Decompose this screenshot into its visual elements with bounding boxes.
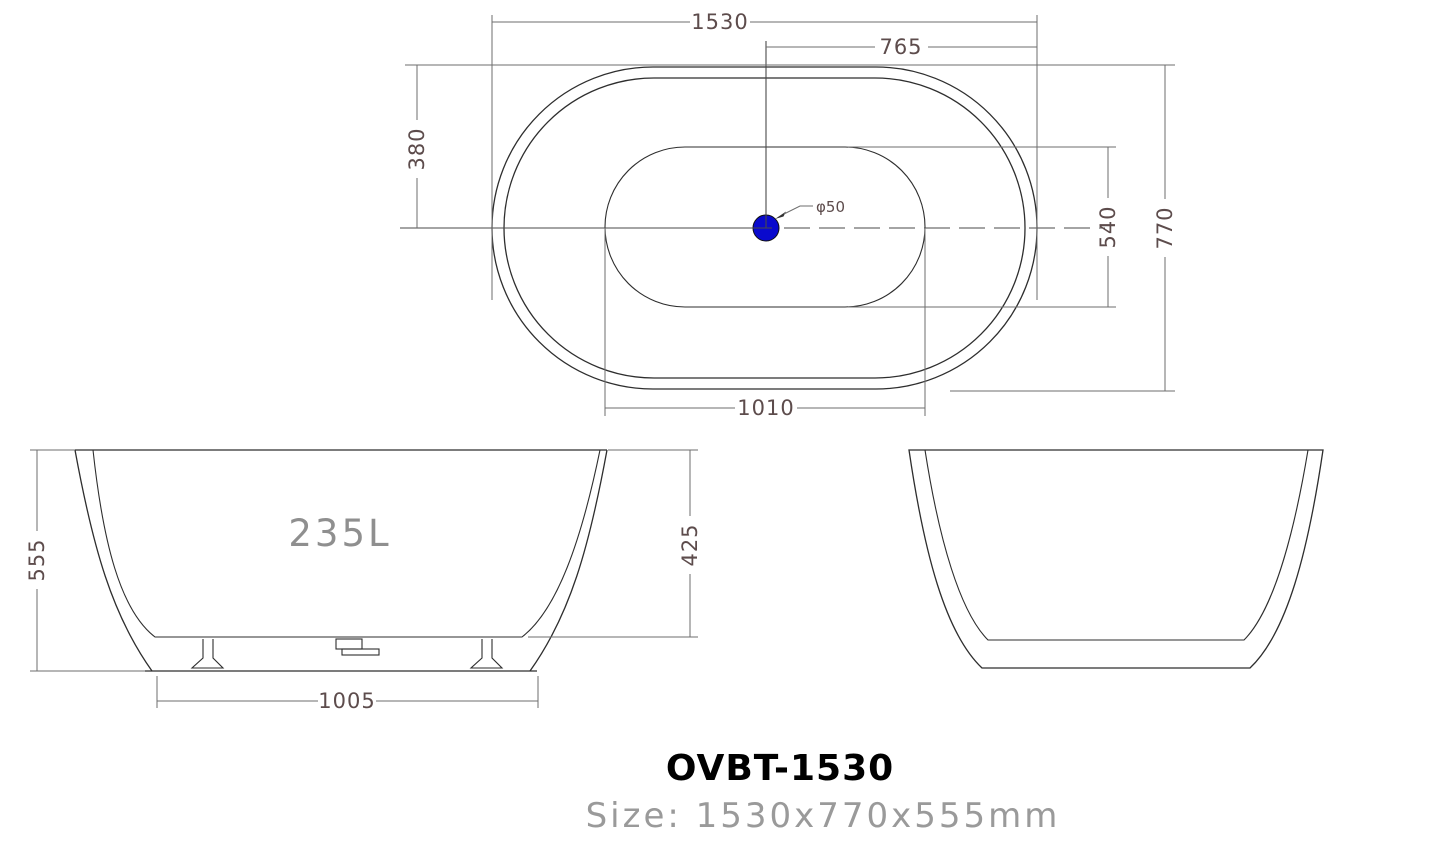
tub-floor-outline <box>604 146 926 308</box>
model-title: OVBT-1530 <box>666 748 894 789</box>
dim-label-overall-width: 770 <box>1153 206 1177 249</box>
front-drain-fitting <box>335 638 363 650</box>
dim-label-base-length: 1005 <box>318 689 375 713</box>
front-view: 555 425 1005 235L <box>25 449 702 713</box>
dim-label-inner-width: 540 <box>1096 205 1120 248</box>
dim-label-overall-length: 1530 <box>691 10 748 34</box>
leader-arrowhead <box>775 211 786 219</box>
title-block: OVBT-1530 Size: 1530x770x555mm <box>586 748 1061 836</box>
front-outer-wall-left <box>74 449 153 672</box>
dim-label-center-to-end: 765 <box>879 35 922 59</box>
dim-label-edge-to-center: 380 <box>405 127 429 170</box>
front-foot-left <box>190 639 225 669</box>
front-foot-right <box>469 639 504 669</box>
dim-label-inner-depth: 425 <box>678 523 702 566</box>
capacity-label: 235L <box>288 512 391 555</box>
front-outer-wall-right <box>529 449 608 672</box>
plan-view: 1530 765 380 540 770 1010 φ50 <box>400 10 1177 420</box>
side-view <box>908 449 1324 669</box>
dim-label-overall-height: 555 <box>25 538 49 581</box>
dim-label-inner-floor-length: 1010 <box>737 396 794 420</box>
front-drain-pipe <box>341 648 380 656</box>
size-subtitle: Size: 1530x770x555mm <box>586 796 1061 836</box>
dim-label-drain-diameter: φ50 <box>816 198 845 216</box>
side-water-area <box>924 449 1309 641</box>
leader-line <box>783 205 813 215</box>
front-water-area <box>92 449 601 638</box>
side-outer-shell <box>908 449 1324 669</box>
